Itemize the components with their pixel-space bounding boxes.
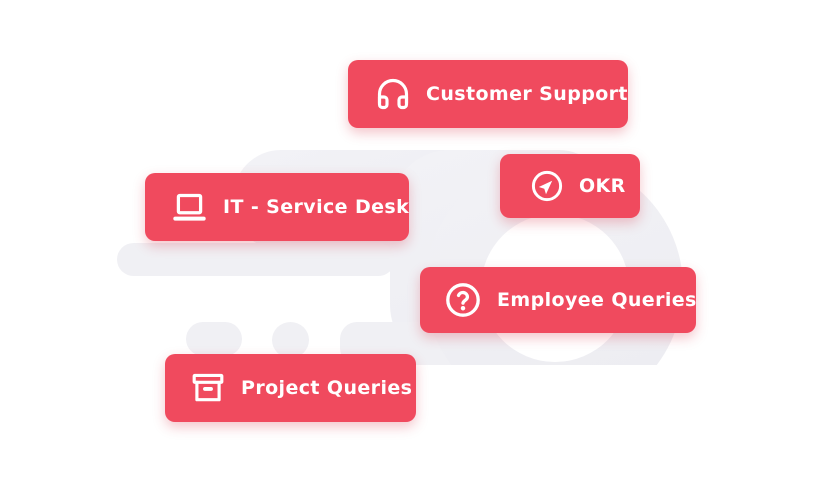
it-service-desk-label: IT - Service Desk bbox=[223, 196, 410, 218]
it-service-desk-badge[interactable]: IT - Service Desk bbox=[145, 173, 409, 241]
project-queries-badge[interactable]: Project Queries bbox=[165, 354, 416, 422]
laptop-icon bbox=[171, 189, 208, 226]
bg-mini-circle bbox=[272, 322, 309, 358]
question-circle-icon bbox=[444, 281, 482, 319]
okr-badge[interactable]: OKR bbox=[500, 154, 640, 218]
employee-queries-badge[interactable]: Employee Queries bbox=[420, 267, 696, 333]
bg-mini-pill bbox=[186, 322, 242, 356]
archive-icon bbox=[190, 370, 226, 406]
navigation-icon bbox=[530, 169, 564, 203]
project-queries-label: Project Queries bbox=[241, 377, 413, 399]
customer-support-badge[interactable]: Customer Support bbox=[348, 60, 628, 128]
headphones-icon bbox=[375, 76, 411, 112]
okr-label: OKR bbox=[579, 175, 626, 197]
bg-pill-left bbox=[117, 243, 395, 276]
employee-queries-label: Employee Queries bbox=[497, 289, 697, 311]
customer-support-label: Customer Support bbox=[426, 83, 628, 105]
